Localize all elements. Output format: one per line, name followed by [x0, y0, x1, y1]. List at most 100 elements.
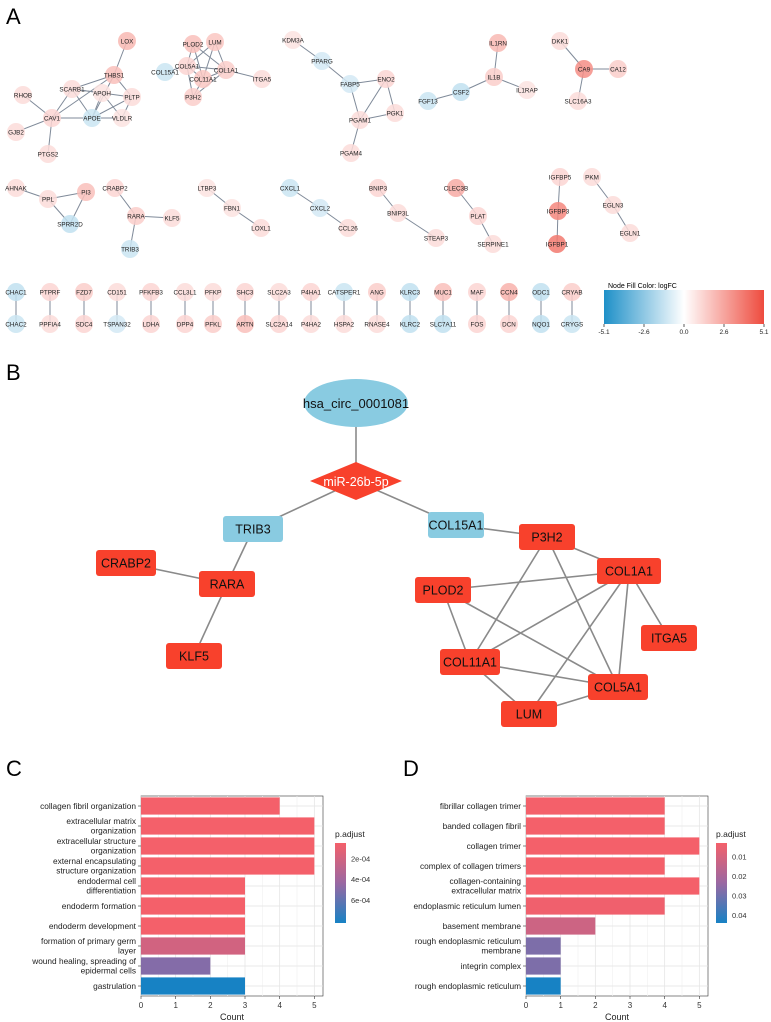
node-circle: [106, 179, 124, 197]
node-circle: [369, 179, 387, 197]
edge-p3h2-col5a1: [546, 536, 619, 688]
node-slc2a3: SLC2A3: [267, 283, 291, 301]
node-lum: LUM: [501, 701, 557, 727]
node-label: SCARB1: [59, 86, 85, 93]
category-label: banded collagen fibril: [443, 821, 522, 831]
node-label: ARTN: [236, 321, 253, 328]
node-col1a1: COL1A1: [214, 61, 239, 79]
node-circle: [7, 315, 25, 333]
node-ahnak: AHNAK: [5, 179, 28, 197]
node-ang: ANG: [368, 283, 386, 301]
node-klrc3: KLRC3: [400, 283, 421, 301]
node-circle: [270, 283, 288, 301]
node-ltbp3: LTBP3: [198, 179, 217, 197]
panel-a-edges: [15, 39, 631, 324]
node-il1rap: IL1RAP: [516, 81, 538, 99]
node-circle: [61, 215, 79, 233]
node-label: MUC1: [434, 289, 452, 296]
node-plod2: PLOD2: [183, 35, 204, 53]
node-dpp4: DPP4: [176, 315, 194, 333]
node-label: CRYAB: [561, 289, 582, 296]
node-circle: [178, 57, 196, 75]
node-lum: LUM: [206, 33, 224, 51]
logfc-colorbar: [604, 290, 764, 324]
bar-endoderm-formation: [141, 897, 245, 915]
node-dkk1: DKK1: [551, 32, 569, 50]
node-circle: [548, 235, 566, 253]
node-egln3: EGLN3: [603, 196, 624, 214]
node-rara: RARA: [199, 571, 255, 597]
node-circle: [468, 283, 486, 301]
x-tick-label: 1: [173, 1001, 178, 1010]
legend-tick-label: 4e-04: [351, 875, 370, 884]
bar-basement-membrane: [526, 917, 596, 935]
node-ptprf: PTPRF: [40, 283, 60, 301]
node-label: LOX: [121, 38, 134, 45]
x-axis-label: Count: [605, 1012, 630, 1022]
node-plod2: PLOD2: [415, 577, 471, 603]
node-tspan32: TSPAN32: [103, 315, 131, 333]
node-label: PLTP: [124, 94, 139, 101]
node-pparg: PPARG: [311, 52, 333, 70]
node-label: P4HA1: [301, 289, 321, 296]
node-circle: [63, 80, 81, 98]
node-col5a1: COL5A1: [588, 674, 648, 700]
node-label: CATSPER1: [328, 289, 361, 296]
node-label: TRIB3: [121, 246, 139, 253]
node-plat: PLAT: [469, 207, 487, 225]
node-label: EGLN3: [603, 202, 624, 209]
node-circle: [419, 92, 437, 110]
legend-colorbar: [716, 843, 727, 923]
node-label: KLRC3: [400, 289, 421, 296]
bar-gastrulation: [141, 977, 245, 995]
node-circle: [236, 315, 254, 333]
node-itga5: ITGA5: [253, 70, 272, 88]
node-col1a1: COL1A1: [597, 558, 661, 584]
node-circle: [335, 283, 353, 301]
node-label: LDHA: [143, 321, 161, 328]
node-circle: [489, 34, 507, 52]
node-label: THBS1: [104, 72, 125, 79]
edge-col1a1-lum: [528, 570, 630, 715]
node-catsper1: CATSPER1: [328, 283, 361, 301]
node-vldlr: VLDLR: [112, 109, 133, 127]
x-tick-label: 4: [662, 1001, 667, 1010]
node-circle: [447, 179, 465, 197]
category-label: basement membrane: [443, 921, 522, 931]
node-igfbp1: IGFBP1: [546, 235, 569, 253]
panel-label-c: C: [6, 756, 22, 781]
node-circle: [434, 283, 452, 301]
node-label: EGLN1: [620, 230, 641, 237]
bar-collagen-trimer: [526, 837, 700, 855]
node-circle: [206, 33, 224, 51]
node-ccl3l1: CCL3L1: [173, 283, 197, 301]
node-label: SHC3: [237, 289, 254, 296]
circrna-label: hsa_circ_0001081: [303, 396, 409, 411]
node-crygs: CRYGS: [561, 315, 583, 333]
node-circle: [386, 104, 404, 122]
bar-rough-endoplasmic-reticulum: [526, 977, 561, 995]
node-circle: [39, 145, 57, 163]
node-sdc4: SDC4: [75, 315, 93, 333]
node-label: TRIB3: [235, 523, 270, 537]
node-circle: [609, 60, 627, 78]
x-axis-label: Count: [220, 1012, 245, 1022]
node-circle: [204, 283, 222, 301]
bar-complex-of-collagen-trimers: [526, 857, 665, 875]
x-tick-label: 0: [524, 1001, 529, 1010]
node-circle: [113, 109, 131, 127]
node-apoh: APOH: [93, 84, 111, 102]
node-label: RHOB: [14, 92, 32, 99]
node-pltp: PLTP: [123, 88, 141, 106]
node-apoe: APOE: [83, 109, 101, 127]
node-steap3: STEAP3: [424, 229, 449, 247]
node-gjb2: GJB2: [7, 123, 25, 141]
node-label: FOS: [471, 321, 484, 328]
node-ca12: CA12: [609, 60, 627, 78]
node-label: BNIP3L: [387, 210, 409, 217]
node-label: HSPA2: [334, 321, 355, 328]
node-circle: [108, 283, 126, 301]
